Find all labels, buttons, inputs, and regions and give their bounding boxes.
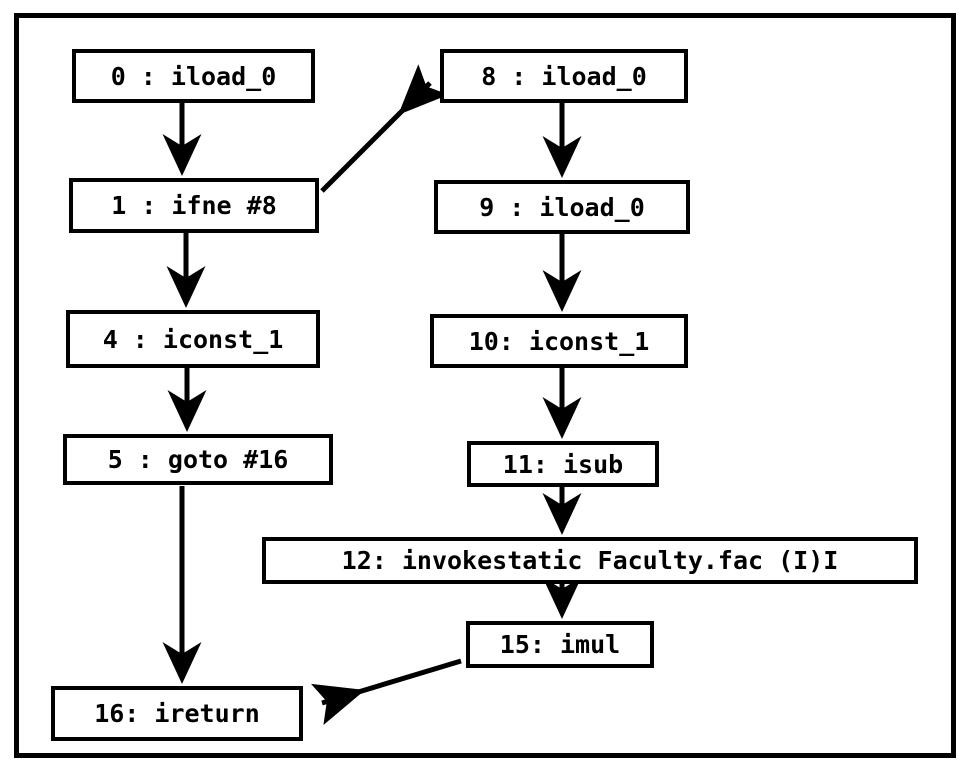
- node-9[interactable]: 9 : iload_0: [434, 180, 690, 234]
- node-5-label: 5 : goto #16: [107, 445, 289, 474]
- node-1-label: 1 : ifne #8: [111, 191, 277, 220]
- node-5[interactable]: 5 : goto #16: [63, 434, 333, 485]
- node-1[interactable]: 1 : ifne #8: [69, 178, 319, 233]
- node-4[interactable]: 4 : iconst_1: [66, 310, 320, 368]
- edge-n1-n8: [320, 64, 449, 193]
- node-16[interactable]: 16: ireturn: [51, 686, 303, 741]
- node-15-label: 15: imul: [499, 630, 621, 659]
- node-12[interactable]: 12: invokestatic Faculty.fac (I)I: [262, 537, 918, 584]
- node-10-label: 10: iconst_1: [468, 326, 650, 356]
- node-16-label: 16: ireturn: [94, 699, 260, 728]
- node-0[interactable]: 0 : iload_0: [72, 49, 315, 103]
- node-15[interactable]: 15: imul: [466, 621, 654, 668]
- node-12-label: 12: invokestatic Faculty.fac (I)I: [341, 546, 839, 575]
- node-11[interactable]: 11: isub: [467, 441, 659, 487]
- node-8-label: 8 : iload_0: [481, 61, 647, 91]
- edge-n15-n16: [310, 658, 462, 726]
- node-0-label: 0 : iload_0: [110, 61, 277, 91]
- node-8[interactable]: 8 : iload_0: [440, 49, 688, 103]
- node-11-label: 11: isub: [502, 449, 624, 479]
- node-9-label: 9 : iload_0: [479, 192, 645, 222]
- node-10[interactable]: 10: iconst_1: [430, 314, 688, 368]
- node-4-label: 4 : iconst_1: [102, 324, 284, 354]
